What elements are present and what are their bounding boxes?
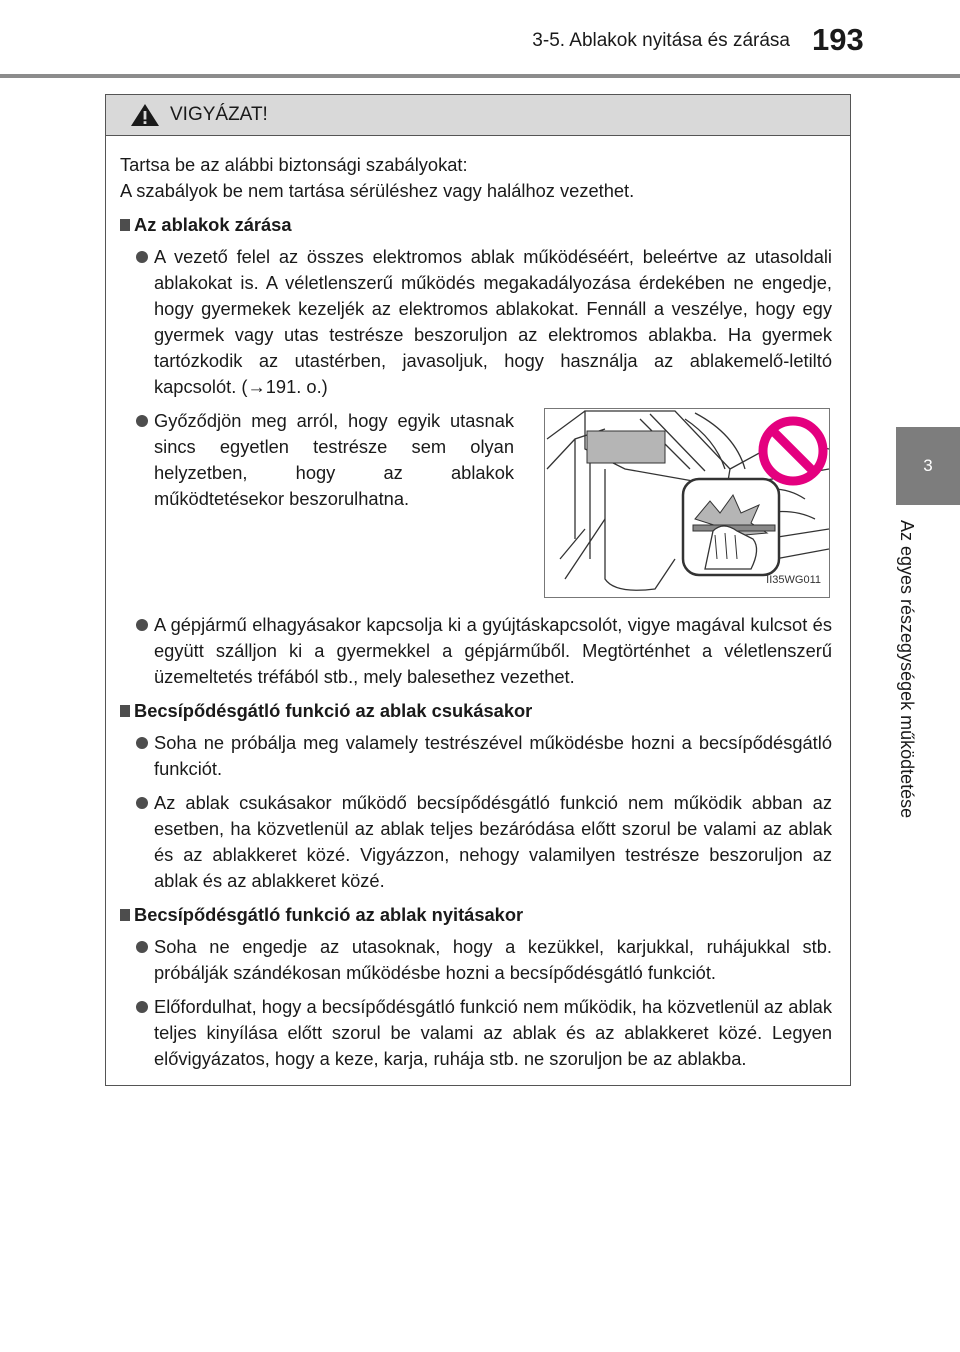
chapter-title: Az egyes részegységek működtetése — [897, 520, 917, 819]
header-rule — [0, 74, 960, 78]
page-number: 193 — [812, 22, 864, 57]
section-heading: Az ablakok zárása — [120, 212, 832, 238]
intro-text: Tartsa be az alábbi biztonsági szabályok… — [120, 152, 832, 204]
warning-header: VIGYÁZAT! — [106, 95, 850, 136]
warning-box: VIGYÁZAT! Tartsa be az alábbi biztonsági… — [105, 94, 851, 1086]
list-item: Soha ne engedje az utasoknak, hogy a kez… — [120, 934, 832, 986]
figure-caption: II35WG011 — [766, 574, 821, 586]
list-item: Soha ne próbálja meg valamely testrészév… — [120, 730, 832, 782]
warning-triangle-icon — [131, 104, 159, 126]
prohibition-sign-icon — [758, 416, 828, 486]
header-section-title: 3-5. Ablakok nyitása és zárása — [532, 30, 790, 51]
warning-content: Tartsa be az alábbi biztonsági szabályok… — [120, 152, 832, 1080]
figure-row: Győződjön meg arról, hogy egyik utasnak … — [120, 408, 832, 600]
section-heading: Becsípődésgátló funkció az ablak csukása… — [120, 698, 832, 724]
window-pinch-illustration: II35WG011 — [544, 408, 830, 598]
warning-title: VIGYÁZAT! — [170, 104, 268, 125]
list-item: A gépjármű elhagyásakor kapcsolja ki a g… — [120, 612, 832, 690]
section-heading: Becsípődésgátló funkció az ablak nyitása… — [120, 902, 832, 928]
list-item: A vezető felel az összes elektromos abla… — [120, 244, 832, 400]
list-item: Előfordulhat, hogy a becsípődésgátló fun… — [120, 994, 832, 1072]
chapter-tab: 3 — [896, 427, 960, 505]
list-item: Az ablak csukásakor működő becsípődésgát… — [120, 790, 832, 894]
list-item: Győződjön meg arról, hogy egyik utasnak … — [120, 408, 514, 512]
chapter-title-vertical: Az egyes részegységek működtetése — [897, 520, 958, 860]
car-interior-drawing — [546, 410, 829, 591]
intro-line-2: A szabályok be nem tartása sérüléshez va… — [120, 180, 635, 201]
intro-line-1: Tartsa be az alábbi biztonsági szabályok… — [120, 154, 468, 175]
